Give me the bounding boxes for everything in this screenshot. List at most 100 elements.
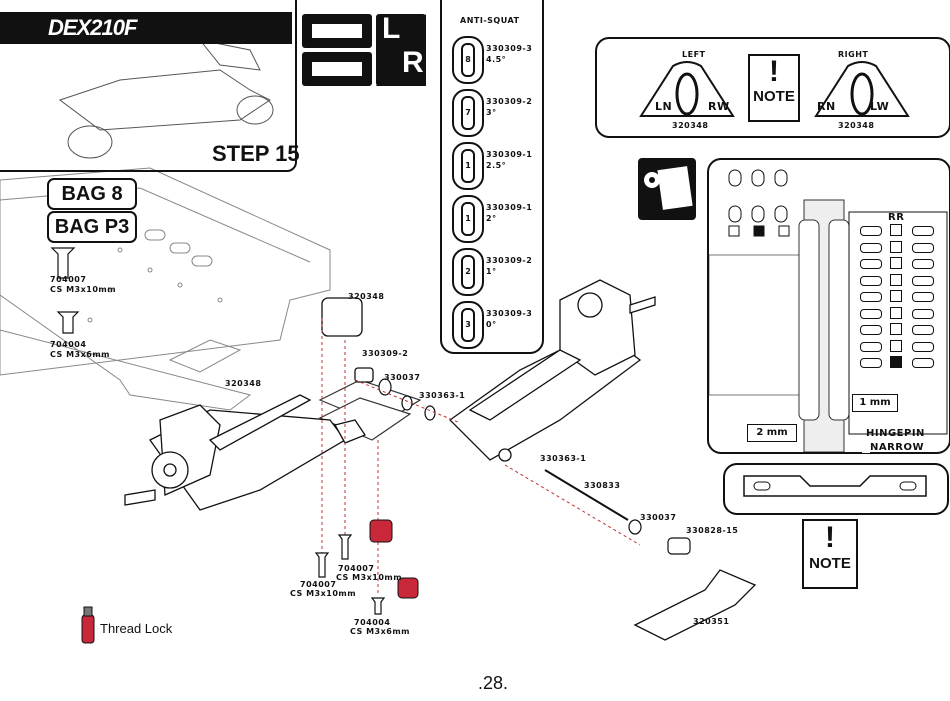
- anti-squat-part: 330309-2: [486, 97, 533, 106]
- rr-check-box: [890, 290, 902, 302]
- step-number: STEP 15: [212, 141, 300, 166]
- rr-check-box: [890, 306, 902, 319]
- callout-330828-15: 330828-15: [686, 526, 739, 535]
- mount-left-icon: [639, 61, 735, 117]
- chassis-plate: [0, 167, 331, 411]
- rr-slot-icon: [912, 292, 934, 302]
- mount-plates: [318, 379, 422, 441]
- left-right-icons: L R: [300, 12, 428, 88]
- rr-slot-icon: [860, 308, 882, 319]
- callout-704007-a-desc: CS M3x10mm: [290, 589, 357, 598]
- rr-check-box: [890, 273, 902, 286]
- thread-lock-label: Thread Lock: [100, 621, 173, 636]
- exclamation-icon: !: [825, 521, 835, 554]
- rr-slot-icon: [912, 308, 934, 319]
- rr-slot-icon: [912, 341, 934, 352]
- rr-check-box: [890, 339, 902, 352]
- callout-330037-bottom: 330037: [640, 513, 677, 522]
- detail-drawing: [709, 169, 948, 452]
- callout-704007-b-part: 704007: [338, 564, 375, 573]
- detail-panel: [707, 158, 950, 454]
- insert-mark: 8: [461, 43, 475, 77]
- anti-squat-part: 330309-2: [486, 256, 533, 265]
- bottom-note-text: NOTE: [809, 555, 851, 572]
- hinge-pin: [544, 469, 629, 521]
- mount-note-text: NOTE: [753, 88, 795, 105]
- callout-704004-part: 704004: [354, 618, 391, 627]
- screw-2-part: 704004: [50, 340, 87, 349]
- mount-right-part: 320348: [838, 121, 875, 130]
- callout-320351: 320351: [693, 617, 730, 626]
- rr-label: RR: [888, 212, 905, 223]
- callout-330363-1-bottom: 330363-1: [540, 454, 587, 463]
- model-banner: [0, 12, 292, 44]
- insert-shape-icon: 2: [452, 248, 484, 296]
- mount-right-tag-1: RN: [817, 100, 836, 113]
- car-thumbnail: [58, 39, 274, 159]
- step-header-panel: [0, 0, 297, 172]
- insert-shape-icon: 3: [452, 301, 484, 349]
- arm-orientation-icon: [302, 14, 426, 86]
- left-letter: L: [382, 12, 401, 45]
- mount-note: ! NOTE: [748, 54, 800, 122]
- anti-squat-angle: 4.5°: [486, 55, 507, 64]
- rr-check-box: [890, 356, 902, 368]
- rr-slot-icon: [860, 242, 882, 253]
- dim-2mm: 2 mm: [747, 424, 797, 442]
- insert-mark: 3: [461, 308, 475, 342]
- insert-shape-icon: 7: [452, 89, 484, 137]
- dim-1mm: 1 mm: [852, 394, 898, 412]
- rr-slot-icon: [860, 341, 882, 352]
- insert-shape-icon: 8: [452, 36, 484, 84]
- mount-left-tag-1: LN: [655, 100, 673, 113]
- rr-check-box: [890, 257, 902, 269]
- rr-check-box: [890, 323, 902, 335]
- rr-slot-icon: [860, 325, 882, 335]
- rr-check-box: [890, 240, 902, 253]
- mount-left-part: 320348: [672, 121, 709, 130]
- insert-mark: 2: [461, 255, 475, 289]
- rr-slot-icon: [912, 259, 934, 269]
- right-letter: R: [402, 46, 424, 79]
- rr-slot-icon: [912, 325, 934, 335]
- rr-slot-icon: [912, 242, 934, 253]
- rr-slot-icon: [912, 226, 934, 236]
- rear-hinge-plate: [633, 569, 757, 641]
- callout-704007-b-desc: CS M3x10mm: [336, 573, 403, 582]
- screw-2-desc: CS M3x6mm: [50, 350, 110, 359]
- insert-shape-icon: 1: [452, 142, 484, 190]
- mount-left-label: LEFT: [682, 50, 706, 59]
- bushings: [378, 378, 691, 555]
- page-number: .28.: [477, 673, 509, 693]
- rr-slot-icon: [860, 292, 882, 302]
- model-name: DEX210F: [48, 15, 137, 40]
- mount-right-label: RIGHT: [838, 50, 869, 59]
- screws: [50, 247, 386, 615]
- insert-mark: 1: [461, 202, 475, 236]
- screw-1-part: 704007: [50, 275, 87, 284]
- rr-slot-icon: [912, 358, 934, 368]
- narrow-label: NARROW: [862, 442, 924, 453]
- rr-slot-icon: [860, 259, 882, 269]
- insert-shape-icon: 1: [452, 195, 484, 243]
- thread-lock-bottles: [81, 519, 419, 644]
- callout-330309-2: 330309-2: [362, 349, 409, 358]
- anti-squat-angle: 2.5°: [486, 161, 507, 170]
- bag-8-label: BAG 8: [47, 178, 137, 210]
- callout-330363-1-top: 330363-1: [419, 391, 466, 400]
- bottom-note: ! NOTE: [802, 519, 858, 589]
- callout-704004-desc: CS M3x6mm: [350, 627, 410, 636]
- insert-mark: 1: [461, 149, 475, 183]
- bag-p3-label: BAG P3: [47, 211, 137, 243]
- anti-squat-part: 330309-1: [486, 150, 533, 159]
- exclamation-icon: !: [769, 55, 779, 88]
- anti-squat-item: 1 330309-1 2.5°: [450, 142, 540, 190]
- rr-slot-icon: [860, 358, 882, 368]
- anti-squat-part: 330309-1: [486, 203, 533, 212]
